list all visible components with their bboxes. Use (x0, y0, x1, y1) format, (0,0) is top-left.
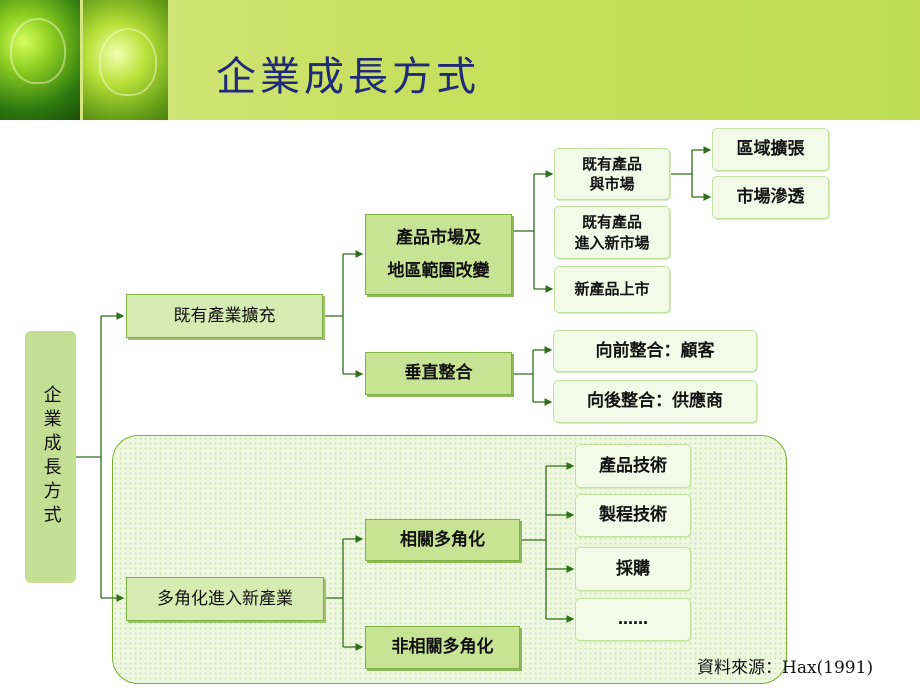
node-vertical-integration: 垂直整合 (365, 352, 512, 395)
lightbulb-icon (10, 18, 66, 84)
node-backward-integration: 向後整合：供應商 (553, 380, 757, 423)
source-citation: 資料來源：Hax(1991) (697, 658, 874, 678)
node-market-scope-change-line1: 產品市場及 (396, 228, 481, 249)
node-existing-products-new-markets-line1: 既有產品 (581, 213, 642, 232)
node-unrelated-diversification: 非相關多角化 (365, 626, 520, 669)
node-existing-expansion: 既有產業擴充 (126, 294, 323, 338)
lightbulb-icon (99, 28, 157, 96)
node-existing-products-new-markets: 既有產品 進入新市場 (554, 206, 670, 259)
node-forward-integration: 向前整合：顧客 (553, 330, 757, 372)
node-market-scope-change-line2: 地區範圍改變 (387, 260, 490, 281)
lightbulb-photo-right (83, 0, 168, 120)
node-product-technology: 產品技術 (575, 444, 691, 488)
node-procurement: 採購 (575, 547, 691, 591)
node-process-technology: 製程技術 (575, 494, 691, 537)
node-existing-products-markets-line1: 既有產品 (581, 154, 642, 173)
node-more: …… (575, 598, 691, 641)
root-node: 企業成長方式 (25, 331, 76, 583)
node-market-penetration: 市場滲透 (712, 176, 829, 219)
node-existing-products-markets: 既有產品 與市場 (554, 148, 670, 200)
node-existing-products-new-markets-line2: 進入新市場 (574, 233, 650, 252)
node-regional-expansion: 區域擴張 (712, 128, 829, 171)
node-diversify-new-industry: 多角化進入新產業 (126, 577, 324, 621)
page-title: 企業成長方式 (216, 54, 480, 100)
node-related-diversification: 相關多角化 (365, 519, 520, 561)
node-market-scope-change: 產品市場及 地區範圍改變 (365, 214, 512, 295)
lightbulb-photo-left (0, 0, 80, 120)
node-existing-products-markets-line2: 與市場 (589, 175, 635, 193)
node-new-product-launch: 新產品上市 (554, 266, 670, 313)
